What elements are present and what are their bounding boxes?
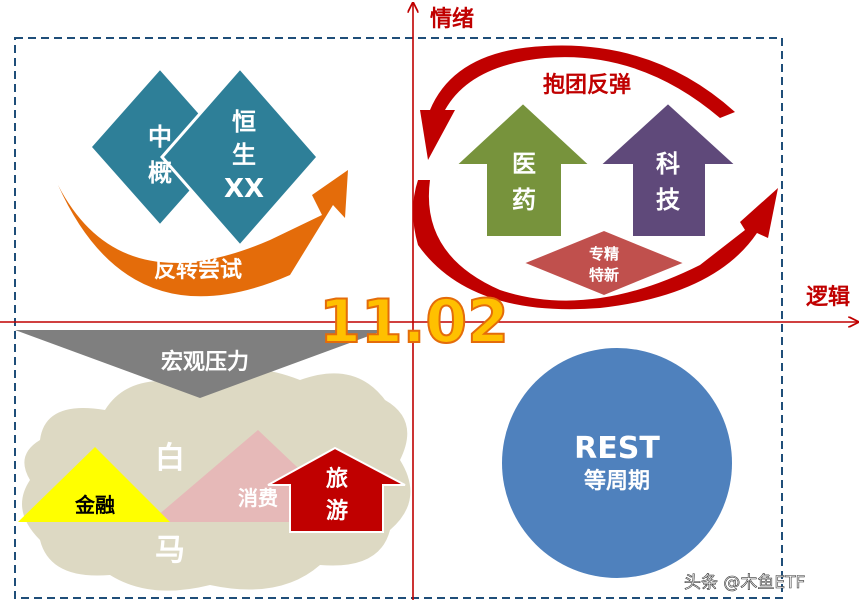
q1-reversal-group: 反转尝试 中 概 恒 生 XX bbox=[58, 65, 348, 297]
tech-char-2: 技 bbox=[656, 186, 681, 214]
medical-char-2: 药 bbox=[512, 186, 536, 214]
specialized-line-1: 专精 bbox=[589, 245, 619, 263]
tech-arrow bbox=[597, 101, 739, 238]
q4-rest-group: REST 等周期 bbox=[502, 348, 732, 578]
finance-label: 金融 bbox=[74, 493, 115, 517]
cycle-arrow-top bbox=[420, 45, 735, 160]
x-axis-label: 逻辑 bbox=[806, 284, 850, 310]
macro-pressure-label: 宏观压力 bbox=[161, 349, 249, 375]
cycle-label: 抱团反弹 bbox=[543, 72, 631, 98]
diamond-right-char-2: 生 bbox=[232, 141, 256, 169]
finance-triangle bbox=[18, 447, 170, 522]
q3-macro-group: 宏观压力 消费 金融 旅 游 白 马 bbox=[15, 330, 411, 591]
y-axis-label: 情绪 bbox=[430, 6, 474, 32]
baima-char-1: 白 bbox=[155, 441, 185, 476]
q2-rebound-group: 抱团反弹 医 药 科 技 专精 特新 bbox=[413, 45, 778, 310]
specialized-diamond bbox=[520, 228, 688, 298]
travel-char-1: 旅 bbox=[326, 466, 348, 492]
macro-pressure-banner bbox=[15, 330, 385, 398]
medical-char-1: 医 bbox=[512, 150, 536, 178]
tech-char-1: 科 bbox=[656, 150, 680, 178]
travel-arrow bbox=[267, 446, 406, 533]
watermark: 头条 @木鱼ETF bbox=[684, 573, 805, 593]
dashed-frame bbox=[14, 37, 783, 599]
travel-char-2: 游 bbox=[326, 498, 348, 524]
cycle-sectors-label: 等周期 bbox=[584, 468, 650, 494]
diamond-right-xx: XX bbox=[224, 174, 264, 204]
diamond-right-char-1: 恒 bbox=[232, 108, 256, 136]
hang-seng-diamond bbox=[160, 65, 320, 249]
cycle-arrow-bottom bbox=[413, 180, 778, 310]
medical-arrow bbox=[453, 101, 593, 238]
consumer-label: 消费 bbox=[238, 486, 278, 510]
center-date: 11.02 bbox=[319, 287, 509, 357]
rest-circle bbox=[502, 348, 732, 578]
rest-label: REST bbox=[574, 431, 660, 466]
baima-char-2: 马 bbox=[155, 533, 185, 568]
specialized-line-2: 特新 bbox=[589, 266, 619, 284]
reversal-arrow bbox=[58, 170, 348, 297]
diamond-left-char-2: 概 bbox=[148, 159, 172, 187]
reversal-label: 反转尝试 bbox=[154, 257, 242, 283]
diamond-left-char-1: 中 bbox=[148, 123, 172, 151]
